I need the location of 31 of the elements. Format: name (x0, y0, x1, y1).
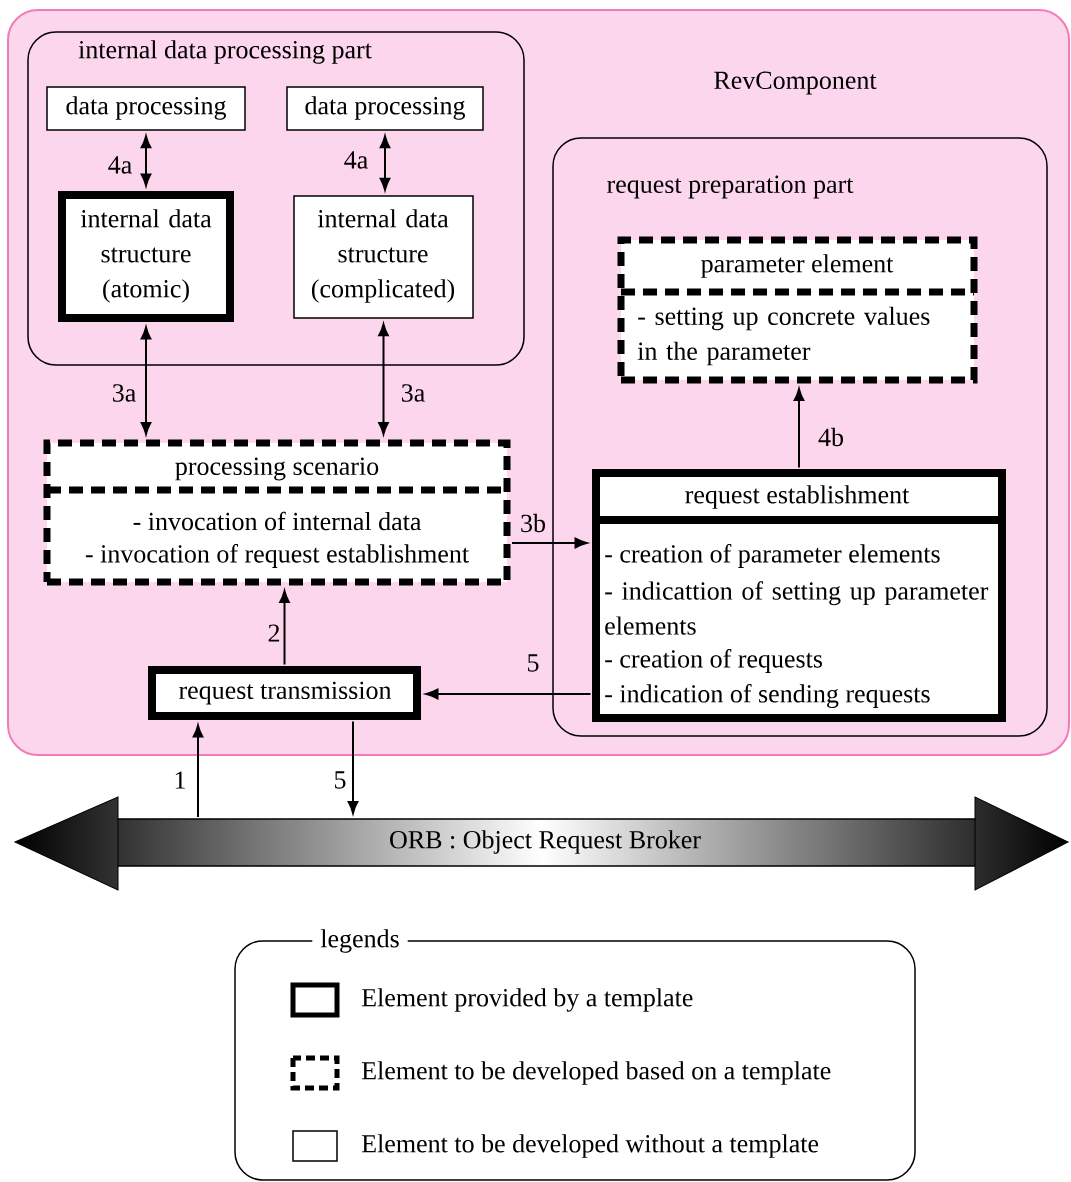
legend-title: legends (312, 929, 408, 953)
edge-label: 4a (344, 151, 368, 169)
process-box: internal data structure (atomic) (58, 191, 234, 322)
arrow (379, 135, 391, 191)
edge-label: 1 (175, 771, 185, 789)
edge-label: 3a (112, 384, 136, 402)
arrow (793, 388, 805, 469)
legend-text: Element to be developed without a template (361, 1134, 819, 1158)
process-box: request transmission (148, 666, 421, 720)
arrow (140, 326, 152, 435)
process-box: request establishment - creation of parameter elements - indicattion of setting up parameter elements - creation of requests - indication of sending requests (592, 469, 1006, 722)
edge-label: 4b (818, 427, 843, 447)
legend-text: Element to be developed based on a template (361, 1061, 831, 1085)
edge-label: 2 (268, 624, 280, 642)
arrow (511, 537, 588, 549)
process-box: internal data structure (complicated) (293, 195, 474, 319)
edge-label: 5 (335, 771, 346, 789)
edge-label: 3b (521, 513, 545, 533)
process-box: parameter element - setting up concrete values in the parameter (617, 236, 978, 384)
edge-label: 4a (108, 156, 132, 174)
arrow (425, 688, 592, 700)
bus-band: ORB : Object Request Broker (117, 818, 976, 867)
process-box: data processing (286, 86, 484, 131)
edge-label: 3a (401, 384, 425, 402)
legend-text: Element provided by a template (361, 988, 693, 1012)
arrow (140, 135, 152, 187)
process-box: data processing (46, 86, 246, 131)
arrow (347, 720, 359, 814)
arrow (192, 724, 204, 818)
edge-label: 5 (528, 654, 539, 672)
process-box: processing scenario - invocation of internal data - invocation of request establishment (43, 439, 511, 586)
